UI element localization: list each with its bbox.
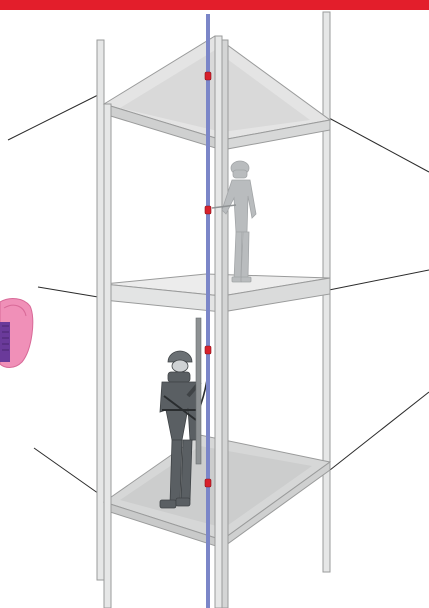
fall-arrester-icon — [205, 206, 211, 214]
equipment-bag-icon — [0, 299, 33, 368]
fall-arrester-icon — [205, 479, 211, 487]
callout-line-mid-right — [329, 270, 429, 290]
top-bar — [0, 0, 429, 10]
vertical-lifeline — [206, 14, 210, 608]
fall-arrester-icon — [205, 72, 211, 80]
callout-line-bottom-left — [34, 448, 102, 496]
callout-line-top-right — [329, 118, 429, 172]
callout-line-mid-left — [38, 287, 104, 298]
pole — [196, 318, 201, 464]
callout-line-top-left — [8, 92, 104, 140]
callout-line-bottom-right — [330, 392, 429, 470]
fall-arrester-icon — [205, 346, 211, 354]
